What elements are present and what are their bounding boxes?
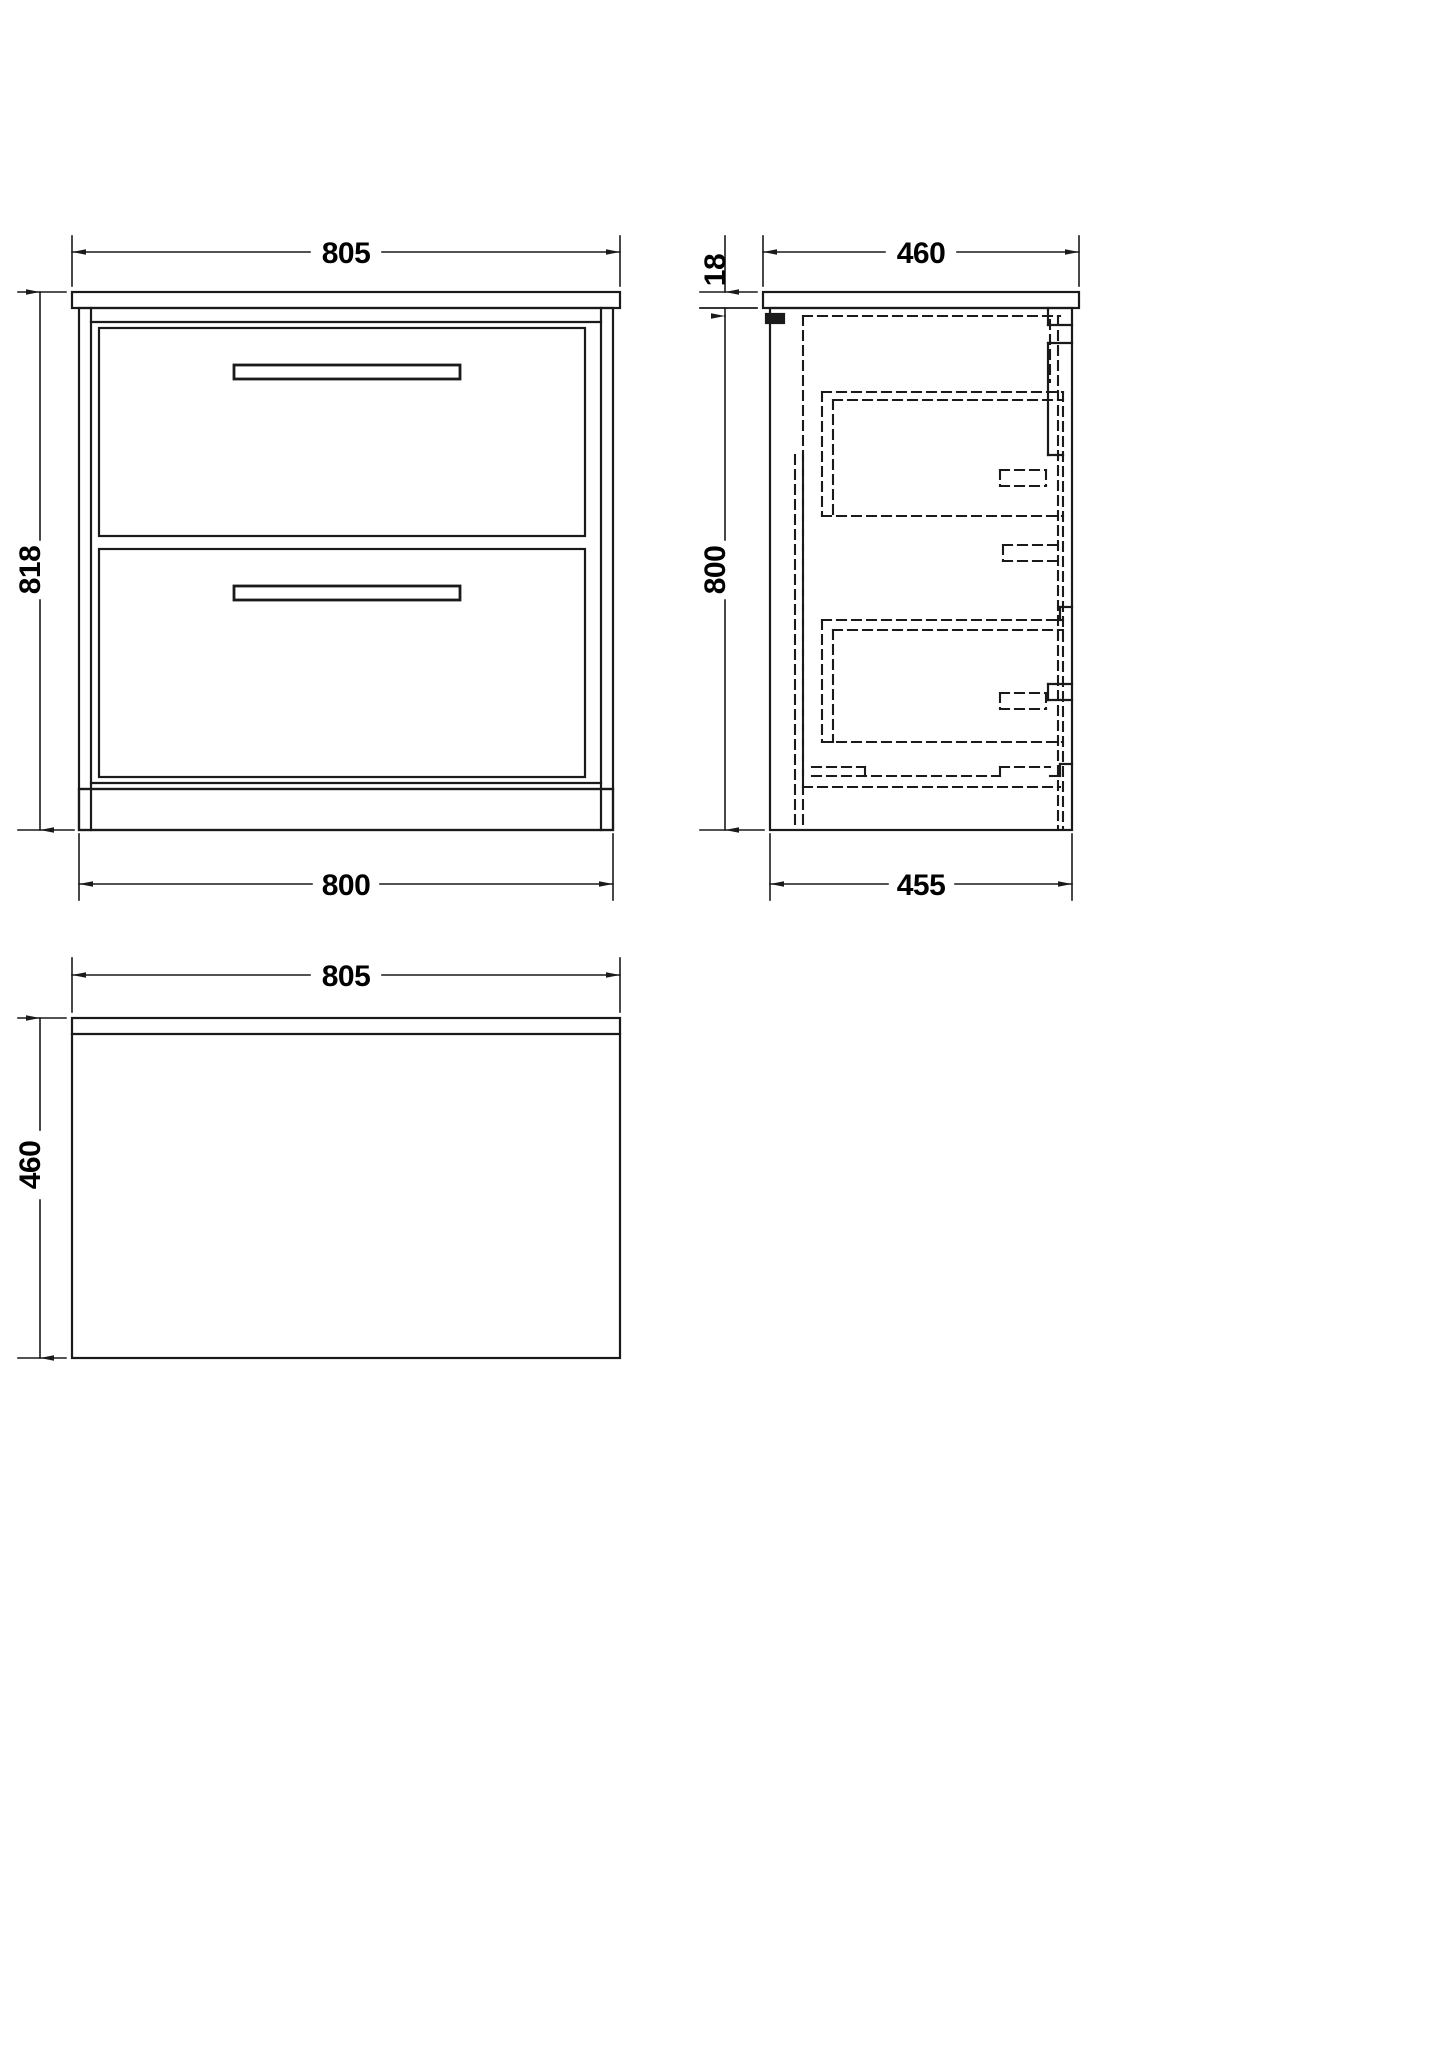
dim-plan-depth-460 — [17, 1015, 67, 1361]
dim-label-side-thickness: 18 — [699, 254, 732, 286]
front-elevation-view — [17, 235, 622, 901]
side-worktop — [761, 290, 1081, 310]
front-worktop — [70, 290, 622, 310]
side-rear-details — [1046, 306, 1074, 778]
side-carcass — [768, 306, 1074, 832]
front-plinth — [77, 787, 615, 832]
front-handle-lower — [232, 584, 462, 602]
side-hidden-lines — [793, 314, 1065, 832]
dim-label-front-width-bottom: 800 — [322, 869, 371, 902]
plan-view — [17, 957, 622, 1361]
front-carcass — [77, 306, 615, 832]
dim-side-depth-455 — [769, 833, 1073, 901]
dim-front-width-805 — [71, 235, 621, 287]
front-carcass-inner — [89, 306, 603, 832]
dim-side-depth-460 — [762, 235, 1080, 287]
dim-plan-width-805 — [71, 957, 621, 1013]
plan-worktop-outline — [70, 1016, 622, 1360]
dimension-labels: 805 818 800 18 460 800 455 805 460 — [14, 237, 946, 1190]
front-drawer-upper — [97, 326, 587, 538]
dim-label-plan-depth: 460 — [14, 1141, 47, 1190]
dim-label-plan-width: 805 — [322, 960, 371, 993]
dim-label-side-depth-top: 460 — [897, 237, 946, 270]
dim-front-height-818 — [17, 289, 75, 833]
dim-front-width-800 — [78, 833, 614, 901]
wall-bracket-icon — [764, 312, 786, 325]
dim-label-front-width-top: 805 — [322, 237, 371, 270]
dim-label-side-height: 800 — [699, 546, 732, 595]
side-elevation-view — [699, 235, 1081, 901]
dim-side-height-800 — [699, 307, 765, 833]
dim-label-side-depth-bottom: 455 — [897, 869, 946, 902]
front-handle-upper — [232, 363, 462, 381]
front-drawer-lower — [97, 547, 587, 779]
dim-label-front-height: 818 — [14, 546, 47, 595]
